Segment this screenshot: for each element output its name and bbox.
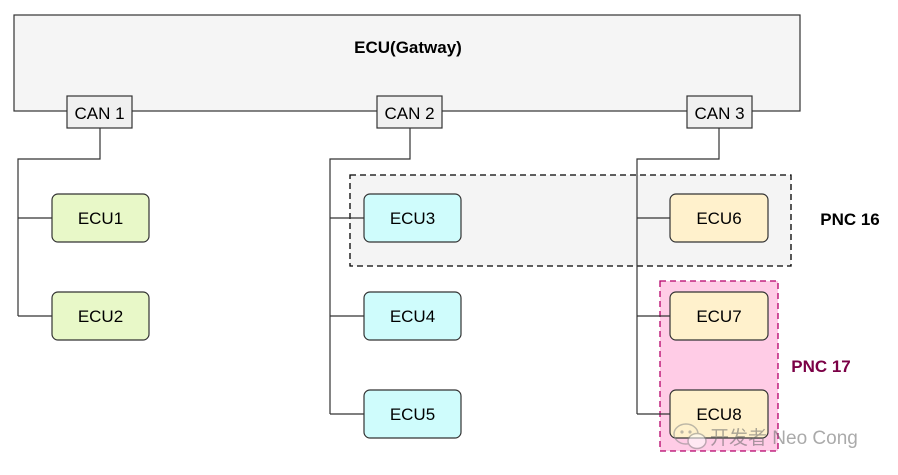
can3-trunk xyxy=(636,128,720,414)
ecu7-label: ECU7 xyxy=(696,307,741,326)
pnc17-label: PNC 17 xyxy=(791,357,851,376)
ecu5-label: ECU5 xyxy=(390,405,435,424)
gateway-title: ECU(Gatway) xyxy=(354,38,462,57)
ecu5-node: ECU5 xyxy=(363,389,462,439)
can1-port: CAN 1 xyxy=(66,95,133,129)
can2-label: CAN 2 xyxy=(384,104,434,123)
ecu7-node: ECU7 xyxy=(669,291,769,341)
watermark: 开发者 Neo Cong xyxy=(673,423,858,450)
can1-label: CAN 1 xyxy=(74,104,124,123)
ecu6-label: ECU6 xyxy=(696,209,741,228)
can3-label: CAN 3 xyxy=(694,104,744,123)
can3-port: CAN 3 xyxy=(686,95,753,129)
can2-port: CAN 2 xyxy=(376,95,443,129)
ecu1-node: ECU1 xyxy=(51,193,150,243)
watermark-text: 开发者 Neo Cong xyxy=(710,427,858,449)
ecu3-node: ECU3 xyxy=(363,193,462,243)
ecu3-label: ECU3 xyxy=(390,209,435,228)
wechat-icon xyxy=(673,423,707,450)
ecu2-label: ECU2 xyxy=(78,307,123,326)
ecu2-node: ECU2 xyxy=(51,291,150,341)
pnc16-label: PNC 16 xyxy=(820,210,880,229)
can2-trunk xyxy=(329,128,411,414)
ecu4-node: ECU4 xyxy=(363,291,462,341)
ecu4-label: ECU4 xyxy=(390,307,435,326)
gateway-ecu xyxy=(13,14,801,112)
ecu8-label: ECU8 xyxy=(696,405,741,424)
ecu1-label: ECU1 xyxy=(78,209,123,228)
can1-trunk xyxy=(17,128,101,316)
ecu6-node: ECU6 xyxy=(669,193,769,243)
bus-lines xyxy=(17,128,720,415)
